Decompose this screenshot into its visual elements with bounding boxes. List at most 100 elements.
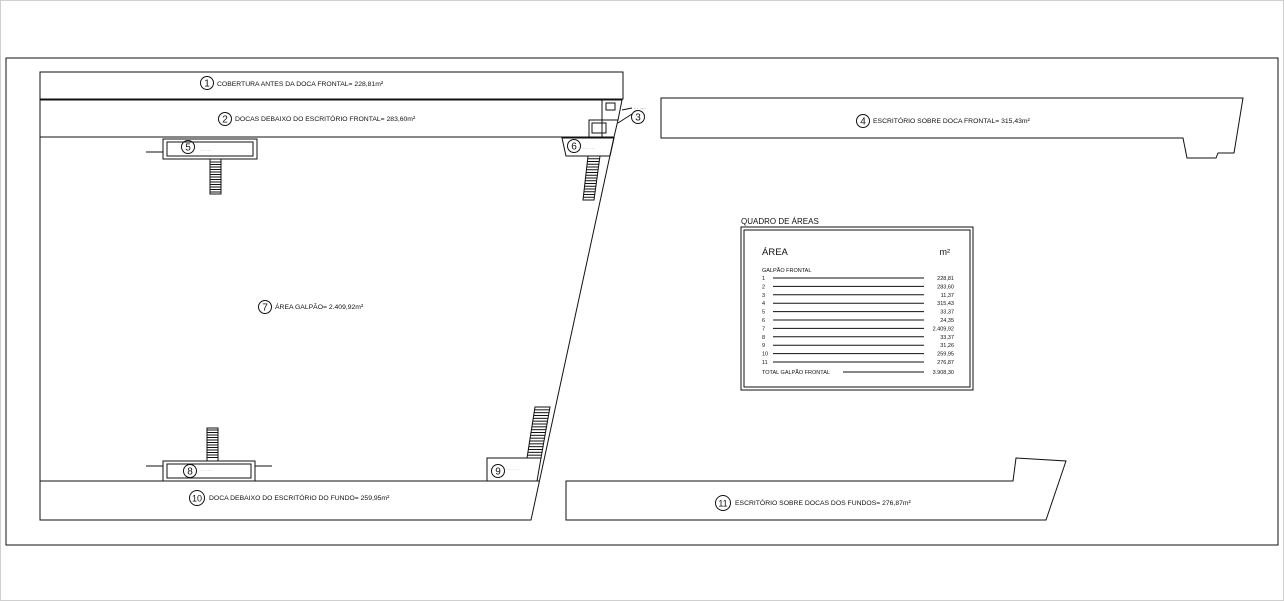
circle-marker-2 [218, 112, 232, 126]
label-area-11: 11 ESCRITÓRIO SOBRE DOCAS DOS FUNDOS= 27… [715, 495, 912, 511]
table-row-value: 283,60 [937, 284, 954, 290]
area-6-room [561, 137, 615, 157]
label-5-number: 5 [185, 143, 191, 154]
table-row-value: 33,37 [940, 310, 954, 316]
area-11-outline [565, 457, 1067, 521]
table-row-id: 6 [762, 318, 765, 324]
circle-marker-8 [183, 464, 197, 478]
circle-marker-5 [181, 140, 195, 154]
area-3-small-note: ·· · ···· · [634, 107, 646, 111]
area-table-header-area: ÁREA [762, 247, 789, 258]
table-row-id: 4 [762, 301, 765, 307]
circle-marker-4 [856, 114, 870, 128]
table-row-value: 315,43 [937, 301, 954, 307]
label-11-number: 11 [718, 499, 727, 509]
table-row: 4 315,43 [762, 301, 954, 307]
area-table-total-label: TOTAL GALPÃO FRONTAL [762, 369, 830, 376]
table-row-id: 3 [762, 293, 765, 299]
table-row-value: 31,26 [940, 343, 954, 349]
circle-marker-3 [631, 110, 645, 124]
area-table-inner-border [743, 229, 971, 388]
area-4-outline [660, 97, 1244, 159]
table-row-id: 1 [762, 276, 765, 282]
area-table-outer-border [740, 226, 974, 391]
drawing-frame [5, 57, 1279, 546]
table-row: 10 259,95 [762, 352, 954, 358]
label-2-text: DOCAS DEBAIXO DO ESCRITÓRIO FRONTAL= 283… [235, 114, 416, 123]
stair-6 [582, 155, 601, 201]
label-area-8: 8 [183, 464, 197, 478]
area-9-room [486, 457, 542, 482]
stair-9-steps [527, 409, 550, 456]
area-3-room-bottom [588, 119, 619, 138]
table-row-value: 228,81 [937, 276, 954, 282]
area-9-small-note: ······· ·· ··· [506, 467, 520, 471]
label-8-number: 8 [187, 467, 193, 478]
area-8-room-inner [166, 463, 252, 479]
area-table-caption: QUADRO DE ÁREAS [741, 217, 819, 226]
label-7-text: ÁREA GALPÃO= 2.409,92m² [275, 302, 364, 311]
table-row-value: 2.409,92 [933, 326, 954, 332]
circle-marker-6 [567, 139, 581, 153]
table-row-value: 11,37 [941, 293, 954, 299]
label-area-10: 10 DOCA DEBAIXO DO ESCRITÓRIO DO FUNDO= … [189, 490, 390, 506]
table-row-value: 33,37 [940, 335, 954, 341]
area-5-room-inner [166, 141, 254, 157]
stair-6-steps [583, 158, 600, 198]
table-row-id: 10 [762, 352, 768, 358]
area-3-inner [591, 122, 607, 134]
label-area-2: 2 DOCAS DEBAIXO DO ESCRITÓRIO FRONTAL= 2… [218, 112, 416, 126]
table-row-value: 276,87 [937, 360, 954, 366]
area-table: QUADRO DE ÁREAS ÁREA m² GALPÃO FRONTAL 1… [740, 217, 974, 391]
table-row-id: 7 [762, 326, 765, 332]
label-9-number: 9 [495, 467, 501, 478]
label-area-4: 4 ESCRITÓRIO SOBRE DOCA FRONTAL= 315,43m… [856, 114, 1031, 128]
circle-marker-11 [715, 495, 731, 511]
label-4-number: 4 [860, 117, 866, 128]
label-area-7: 7 ÁREA GALPÃO= 2.409,92m² [258, 300, 364, 314]
area-1-outline [39, 71, 624, 100]
label-area-1: 1 COBERTURA ANTES DA DOCA FRONTAL= 228,8… [200, 76, 384, 90]
area-7-outline [39, 136, 615, 521]
label-1-text: COBERTURA ANTES DA DOCA FRONTAL= 228,81m… [217, 81, 384, 88]
area-3-detail [605, 102, 616, 111]
area-8-small-note: ···· ·· ···· [200, 468, 212, 472]
label-10-text: DOCA DEBAIXO DO ESCRITÓRIO DO FUNDO= 259… [209, 493, 390, 502]
label-10-number: 10 [192, 494, 202, 504]
label-area-5: 5 [181, 140, 195, 154]
label-area-9: 9 [491, 464, 505, 478]
table-row: 7 2.409,92 [762, 326, 954, 332]
label-3-number: 3 [635, 113, 641, 124]
label-6-number: 6 [571, 142, 577, 153]
area-5-small-note: ···· ·· ···· [200, 148, 212, 152]
stair-5-steps [210, 161, 221, 193]
table-row-value: 259,95 [937, 352, 954, 358]
label-area-3: 3 [631, 110, 645, 124]
table-row-id: 5 [762, 310, 765, 316]
circle-marker-7 [258, 300, 272, 314]
table-row: 1 228,81 [762, 276, 954, 282]
circle-marker-9 [491, 464, 505, 478]
area-3-leader-a [621, 107, 633, 111]
label-2-number: 2 [222, 115, 228, 126]
label-11-text: ESCRITÓRIO SOBRE DOCAS DOS FUNDOS= 276,8… [735, 498, 912, 507]
label-7-number: 7 [262, 303, 268, 314]
area-3-leader-b [617, 113, 633, 124]
area-table-total-value: 3.908,30 [933, 370, 954, 376]
circle-marker-10 [189, 490, 205, 506]
area-table-section-label: GALPÃO FRONTAL [762, 267, 811, 274]
table-row-value: 24,35 [940, 318, 954, 324]
area-6-small-note: ······ ·· ··· [582, 146, 595, 150]
circle-marker-1 [200, 76, 214, 90]
warehouse-outline: ·· · ···· · ···· ·· ···· ······ ·· ··· ·… [39, 71, 646, 521]
table-row-id: 8 [762, 335, 765, 341]
